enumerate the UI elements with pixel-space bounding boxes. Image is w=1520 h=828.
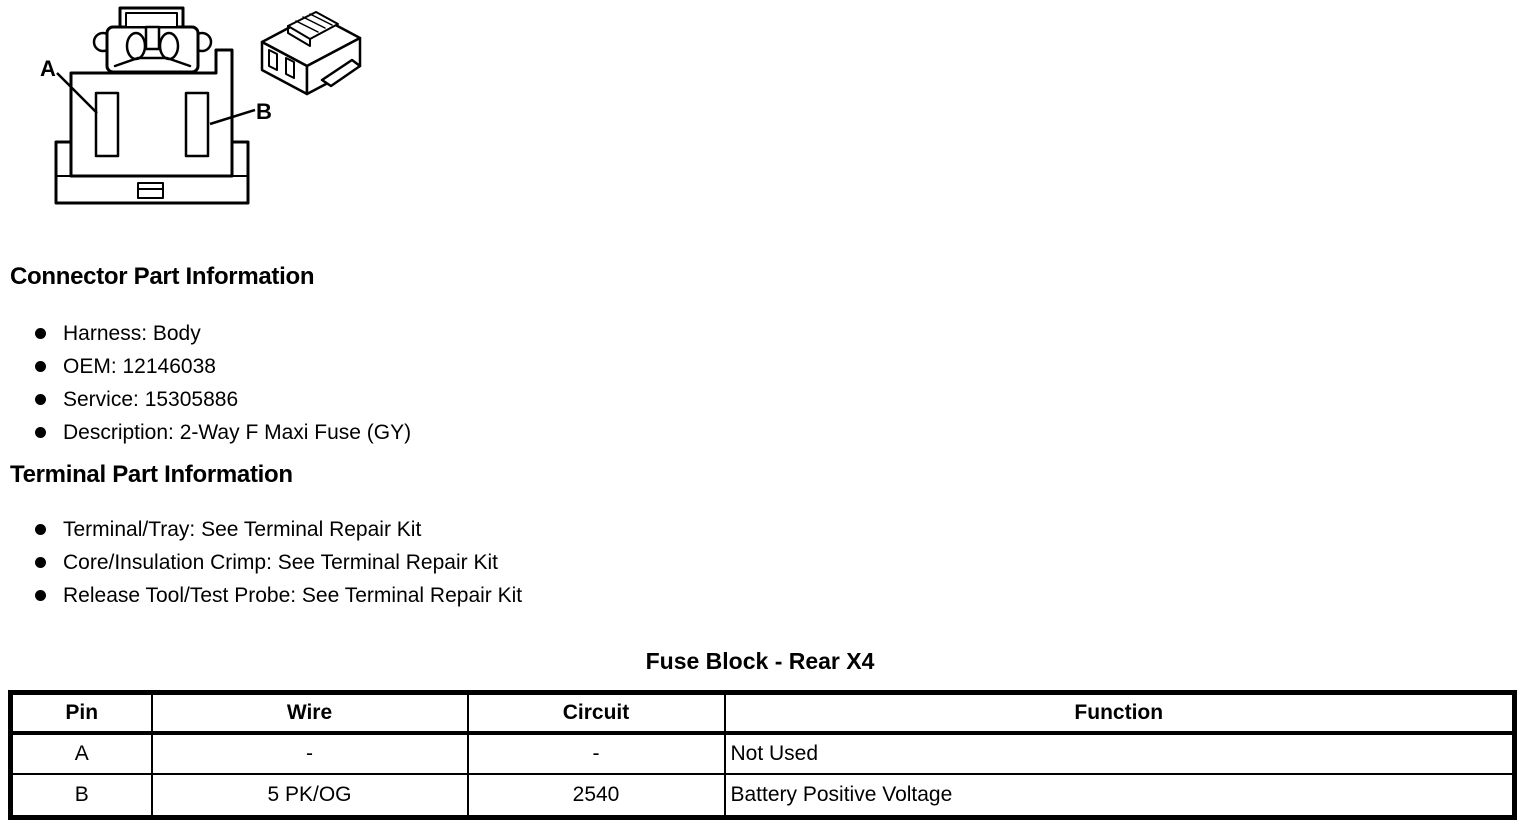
col-header-circuit: Circuit	[466, 691, 726, 735]
latch-jaw-left	[125, 31, 147, 61]
iso-slot-1	[268, 49, 278, 71]
cavity-b	[184, 91, 210, 158]
bullet-icon	[35, 557, 46, 568]
iso-latch-ridge-1	[295, 20, 319, 33]
list-item: OEM: 12146038	[35, 350, 411, 383]
bullet-icon	[35, 394, 46, 405]
pin-b-leader-line	[209, 108, 256, 126]
connector-front-view	[54, 6, 250, 205]
list-item-text: Service: 15305886	[63, 387, 239, 411]
list-item-text: Description: 2-Way F Maxi Fuse (GY)	[63, 420, 412, 444]
list-item-text: OEM: 12146038	[63, 354, 216, 378]
connector-3d-view	[260, 11, 362, 96]
bullet-icon	[35, 328, 46, 339]
cell-function: Not Used	[723, 732, 1516, 775]
list-item-text: Harness: Body	[63, 321, 201, 345]
table-row: B 5 PK/OG 2540 Battery Positive Voltage	[9, 773, 1516, 819]
list-item-text: Release Tool/Test Probe: See Terminal Re…	[63, 583, 523, 607]
latch-stem	[144, 25, 161, 51]
terminal-part-info-heading: Terminal Part Information	[10, 461, 293, 488]
pin-a-label: A	[40, 56, 56, 81]
bullet-icon	[35, 361, 46, 372]
cell-circuit: 2540	[466, 773, 726, 819]
list-item: Service: 15305886	[35, 383, 411, 416]
list-item-text: Core/Insulation Crimp: See Terminal Repa…	[63, 550, 498, 574]
table-header-row: Pin Wire Circuit Function	[9, 691, 1516, 735]
pin-a-leader-line	[56, 72, 98, 114]
iso-wedge-tab	[320, 58, 362, 88]
latch-flare-line	[113, 56, 192, 68]
connector-part-info-heading: Connector Part Information	[10, 263, 315, 290]
terminal-info-list: Terminal/Tray: See Terminal Repair Kit C…	[35, 513, 522, 612]
cell-pin: A	[9, 732, 153, 775]
latch-jaw-right	[158, 31, 180, 61]
list-item: Harness: Body	[35, 317, 411, 350]
bullet-icon	[35, 427, 46, 438]
col-header-function: Function	[723, 691, 1516, 735]
iso-slot-2	[285, 57, 295, 79]
cell-pin: B	[9, 773, 153, 819]
bottom-tab	[137, 182, 164, 199]
list-item: Release Tool/Test Probe: See Terminal Re…	[35, 579, 522, 612]
connector-diagram: A B	[40, 6, 362, 205]
cavity-a	[94, 91, 120, 158]
cell-wire: 5 PK/OG	[150, 773, 469, 819]
col-header-pin: Pin	[9, 691, 153, 735]
fuse-table: Pin Wire Circuit Function A - - Not Used…	[8, 690, 1517, 820]
pin-b-label: B	[256, 99, 272, 124]
bullet-icon	[35, 590, 46, 601]
list-item: Terminal/Tray: See Terminal Repair Kit	[35, 513, 522, 546]
col-header-wire: Wire	[150, 691, 469, 735]
iso-latch-ridge-3	[309, 13, 333, 26]
table-row: A - - Not Used	[9, 732, 1516, 775]
iso-latch-ridge-2	[302, 16, 326, 29]
cell-function: Battery Positive Voltage	[723, 773, 1516, 819]
connector-info-list: Harness: Body OEM: 12146038 Service: 153…	[35, 317, 411, 449]
list-item: Core/Insulation Crimp: See Terminal Repa…	[35, 546, 522, 579]
latch-top-tab-inner	[125, 12, 178, 28]
table-title: Fuse Block - Rear X4	[645, 648, 875, 674]
iso-latch-front	[287, 25, 311, 47]
cell-wire: -	[150, 732, 469, 775]
iso-latch-top	[287, 11, 339, 40]
list-item-text: Terminal/Tray: See Terminal Repair Kit	[63, 517, 422, 541]
bullet-icon	[35, 524, 46, 535]
cell-circuit: -	[466, 732, 726, 775]
list-item: Description: 2-Way F Maxi Fuse (GY)	[35, 416, 411, 449]
